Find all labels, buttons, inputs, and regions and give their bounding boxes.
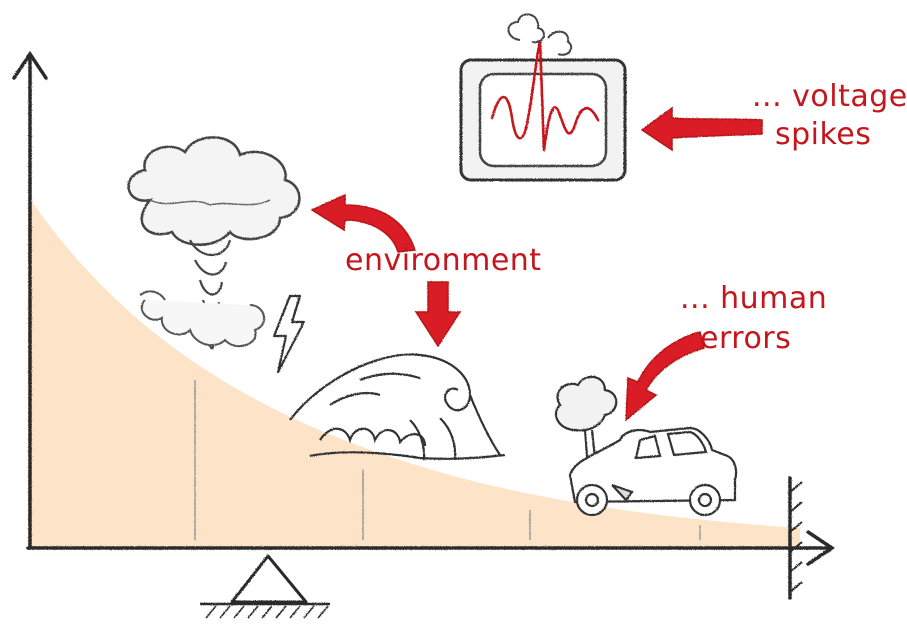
- fulcrum-triangle-icon: [200, 554, 330, 619]
- red-arrows: [310, 106, 763, 422]
- label-human-errors-line2: errors: [700, 321, 792, 356]
- arrow-voltage-to-oscilloscope: [640, 106, 763, 152]
- label-environment: environment: [345, 243, 542, 278]
- x-axis-arrowhead: [806, 530, 836, 566]
- axes: [12, 50, 836, 600]
- steam-puffs: [507, 13, 573, 56]
- oscilloscope-icon: [459, 13, 627, 182]
- decay-curve-area: [28, 196, 800, 548]
- storm-cloud-tornado-icon: [127, 136, 301, 350]
- label-voltage-spikes-line1: ... voltage: [752, 79, 907, 114]
- y-axis-arrowhead: [12, 50, 48, 80]
- crashed-car-tree-icon: [554, 375, 738, 517]
- label-human-errors-line1: ... human: [680, 281, 828, 316]
- gridlines: [194, 380, 701, 540]
- arrow-human-errors-to-car: [625, 331, 705, 422]
- lightning-bolt-icon: [272, 294, 306, 374]
- right-boundary-hatch: [789, 481, 803, 593]
- tidal-wave-icon: [289, 353, 506, 461]
- arrow-environment-to-cloud: [310, 193, 417, 253]
- label-voltage-spikes-line2: spikes: [775, 117, 872, 152]
- arrow-environment-to-wave: [414, 281, 462, 348]
